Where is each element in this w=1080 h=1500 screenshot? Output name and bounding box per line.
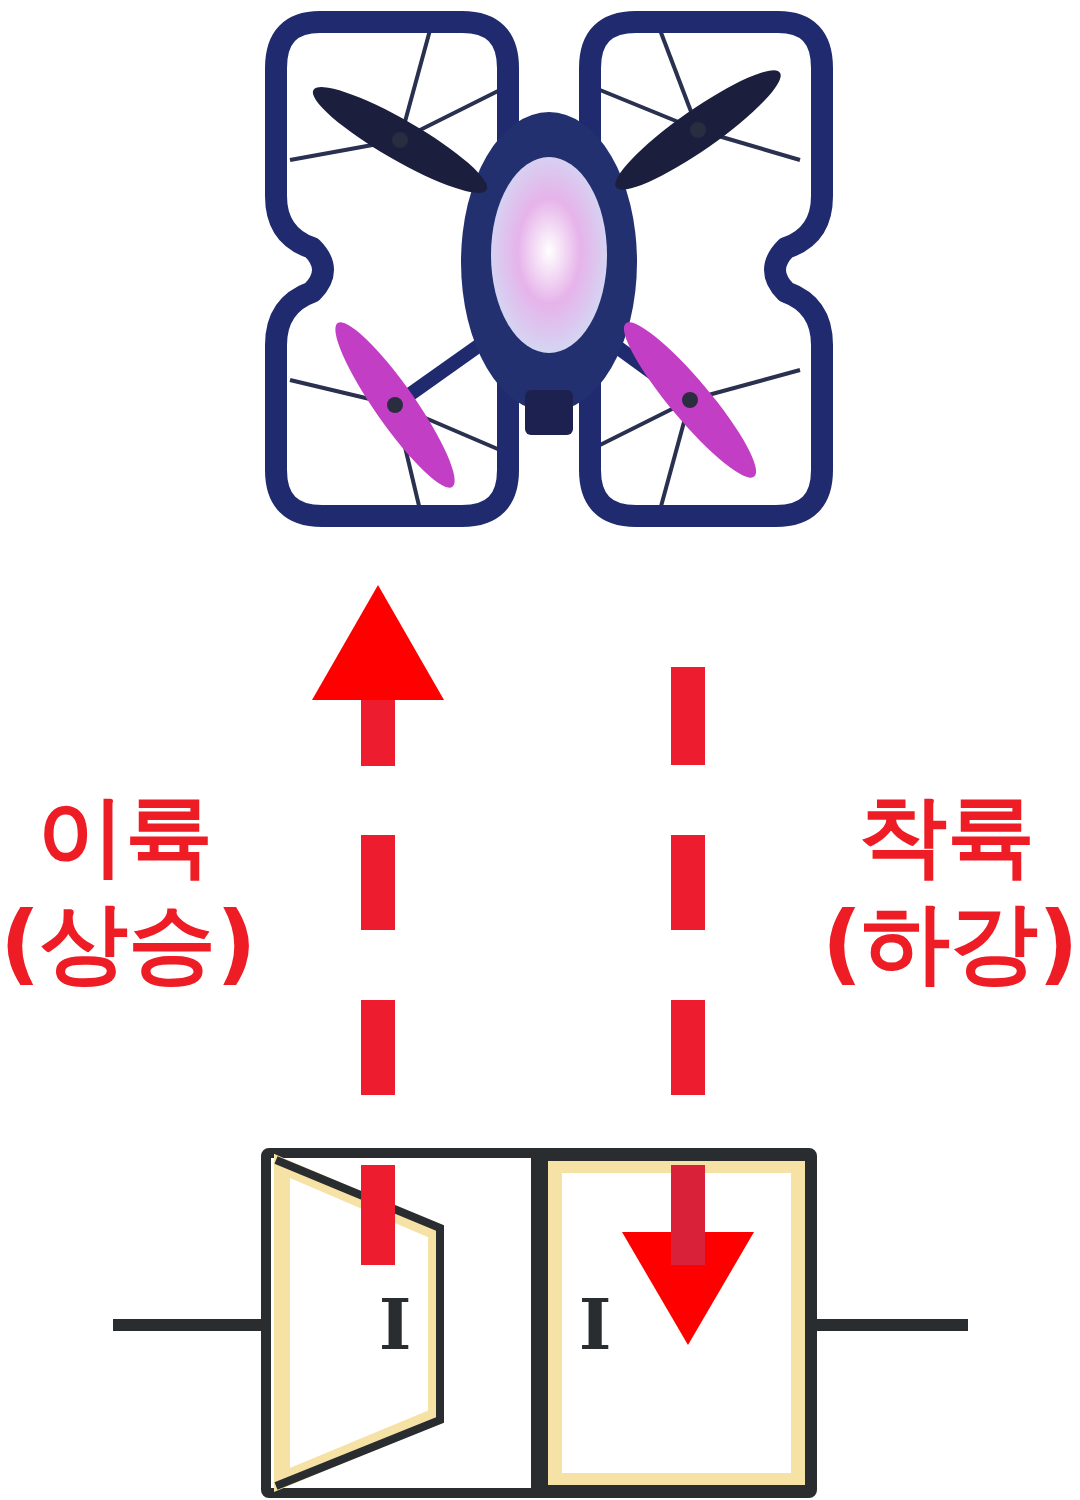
landing-arrow — [622, 667, 754, 1345]
mode-symbol — [266, 1150, 812, 1496]
takeoff-arrow — [312, 585, 444, 1265]
takeoff-label: 이륙 (상승) — [0, 782, 250, 997]
terminal-mark: I — [379, 1290, 412, 1360]
landing-label: 착륙 (하강) — [822, 782, 1072, 997]
terminal-mark: I — [579, 1290, 612, 1360]
drone — [276, 22, 822, 516]
